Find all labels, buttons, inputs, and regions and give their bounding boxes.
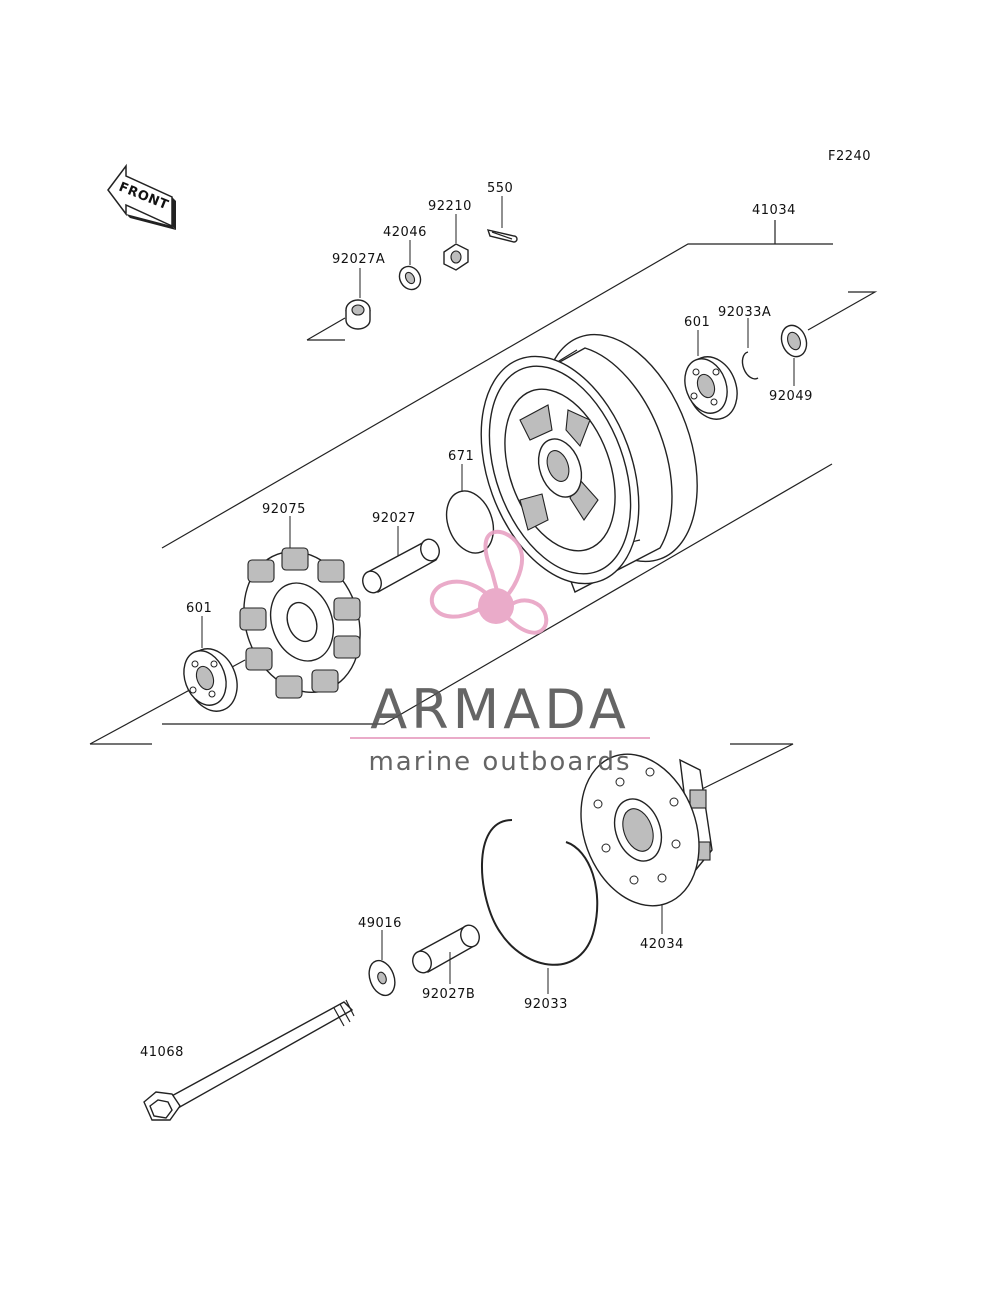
damper-92075[interactable] bbox=[225, 535, 379, 709]
label-92210: 92210 bbox=[428, 199, 472, 214]
watermark-tagline: marine outboards bbox=[368, 747, 631, 777]
seal-92049[interactable] bbox=[777, 322, 810, 360]
front-arrow-icon: FRONT bbox=[107, 163, 176, 230]
assembly-frame bbox=[161, 220, 833, 725]
label-601-left: 601 bbox=[186, 601, 212, 616]
washer-42046[interactable] bbox=[395, 263, 424, 294]
collar-92027b[interactable] bbox=[410, 923, 482, 976]
label-601-right: 601 bbox=[684, 315, 710, 330]
watermark-brand: ARMADA bbox=[370, 678, 630, 741]
label-42046: 42046 bbox=[383, 225, 427, 240]
label-92049: 92049 bbox=[769, 389, 813, 404]
label-671: 671 bbox=[448, 449, 474, 464]
label-41068: 41068 bbox=[140, 1045, 184, 1060]
cotter-pin-550[interactable] bbox=[486, 229, 518, 243]
o-ring-671[interactable] bbox=[438, 484, 501, 559]
label-49016: 49016 bbox=[358, 916, 402, 931]
washer-49016[interactable] bbox=[365, 957, 400, 999]
axle-41068[interactable] bbox=[143, 999, 355, 1121]
label-550: 550 bbox=[487, 181, 513, 196]
label-42034: 42034 bbox=[640, 937, 684, 952]
wheel-41034[interactable] bbox=[452, 313, 726, 605]
snap-ring-92033[interactable] bbox=[481, 819, 599, 966]
figure-code: F2240 bbox=[828, 149, 871, 164]
label-92027a: 92027A bbox=[332, 252, 385, 267]
collar-92027[interactable] bbox=[360, 537, 442, 596]
label-92027: 92027 bbox=[372, 511, 416, 526]
sprocket-hub-42034[interactable] bbox=[561, 738, 720, 923]
circlip-92033a[interactable] bbox=[741, 351, 759, 380]
label-92033a: 92033A bbox=[718, 305, 771, 320]
label-92033: 92033 bbox=[524, 997, 568, 1012]
label-92075: 92075 bbox=[262, 502, 306, 517]
label-41034: 41034 bbox=[752, 203, 796, 218]
bearing-601-right[interactable] bbox=[678, 350, 746, 427]
watermark-logo: ARMADA marine outboards bbox=[350, 529, 650, 777]
nut-92210[interactable] bbox=[443, 243, 469, 271]
collar-92027a[interactable] bbox=[345, 299, 371, 330]
bearing-601-left[interactable] bbox=[177, 642, 246, 719]
label-92027b: 92027B bbox=[422, 987, 475, 1002]
